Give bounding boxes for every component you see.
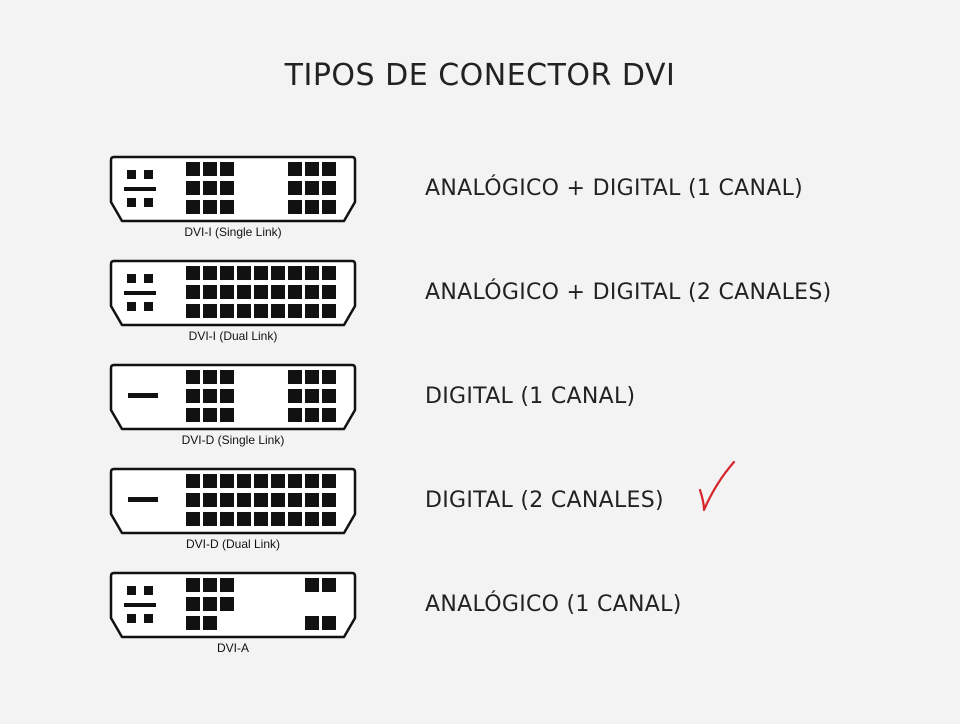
connector-caption: DVI-A [216, 641, 249, 655]
connector-caption: DVI-D (Single Link) [181, 433, 285, 447]
dvi-d-single-link-connector-icon [109, 363, 357, 431]
checkmark-icon [698, 460, 736, 512]
connector-row-dvi-i-single: DVI-I (Single Link) ANALÓGICO + DIGITAL … [0, 154, 960, 258]
connector-caption: DVI-I (Single Link) [184, 225, 282, 239]
page-title: TIPOS DE CONECTOR DVI [284, 58, 676, 93]
dvi-i-single-link-connector-icon [109, 155, 357, 223]
connector-description: ANALÓGICO (1 CANAL) [425, 592, 682, 617]
dvi-a-connector-icon [109, 571, 357, 639]
connector-row-dvi-a: DVI-A ANALÓGICO (1 CANAL) [0, 570, 960, 674]
connector-description: DIGITAL (2 CANALES) [425, 488, 664, 513]
connector-description: DIGITAL (1 CANAL) [425, 384, 636, 409]
connector-caption: DVI-D (Dual Link) [185, 537, 281, 551]
connector-row-dvi-i-dual: DVI-I (Dual Link) ANALÓGICO + DIGITAL (2… [0, 258, 960, 362]
dvi-i-dual-link-connector-icon [109, 259, 357, 327]
connector-caption: DVI-I (Dual Link) [188, 329, 278, 343]
connector-row-dvi-d-dual: DVI-D (Dual Link) DIGITAL (2 CANALES) [0, 466, 960, 570]
connector-description: ANALÓGICO + DIGITAL (1 CANAL) [425, 176, 804, 201]
connector-row-dvi-d-single: DVI-D (Single Link) DIGITAL (1 CANAL) [0, 362, 960, 466]
dvi-d-dual-link-connector-icon [109, 467, 357, 535]
connector-description: ANALÓGICO + DIGITAL (2 CANALES) [425, 280, 832, 305]
